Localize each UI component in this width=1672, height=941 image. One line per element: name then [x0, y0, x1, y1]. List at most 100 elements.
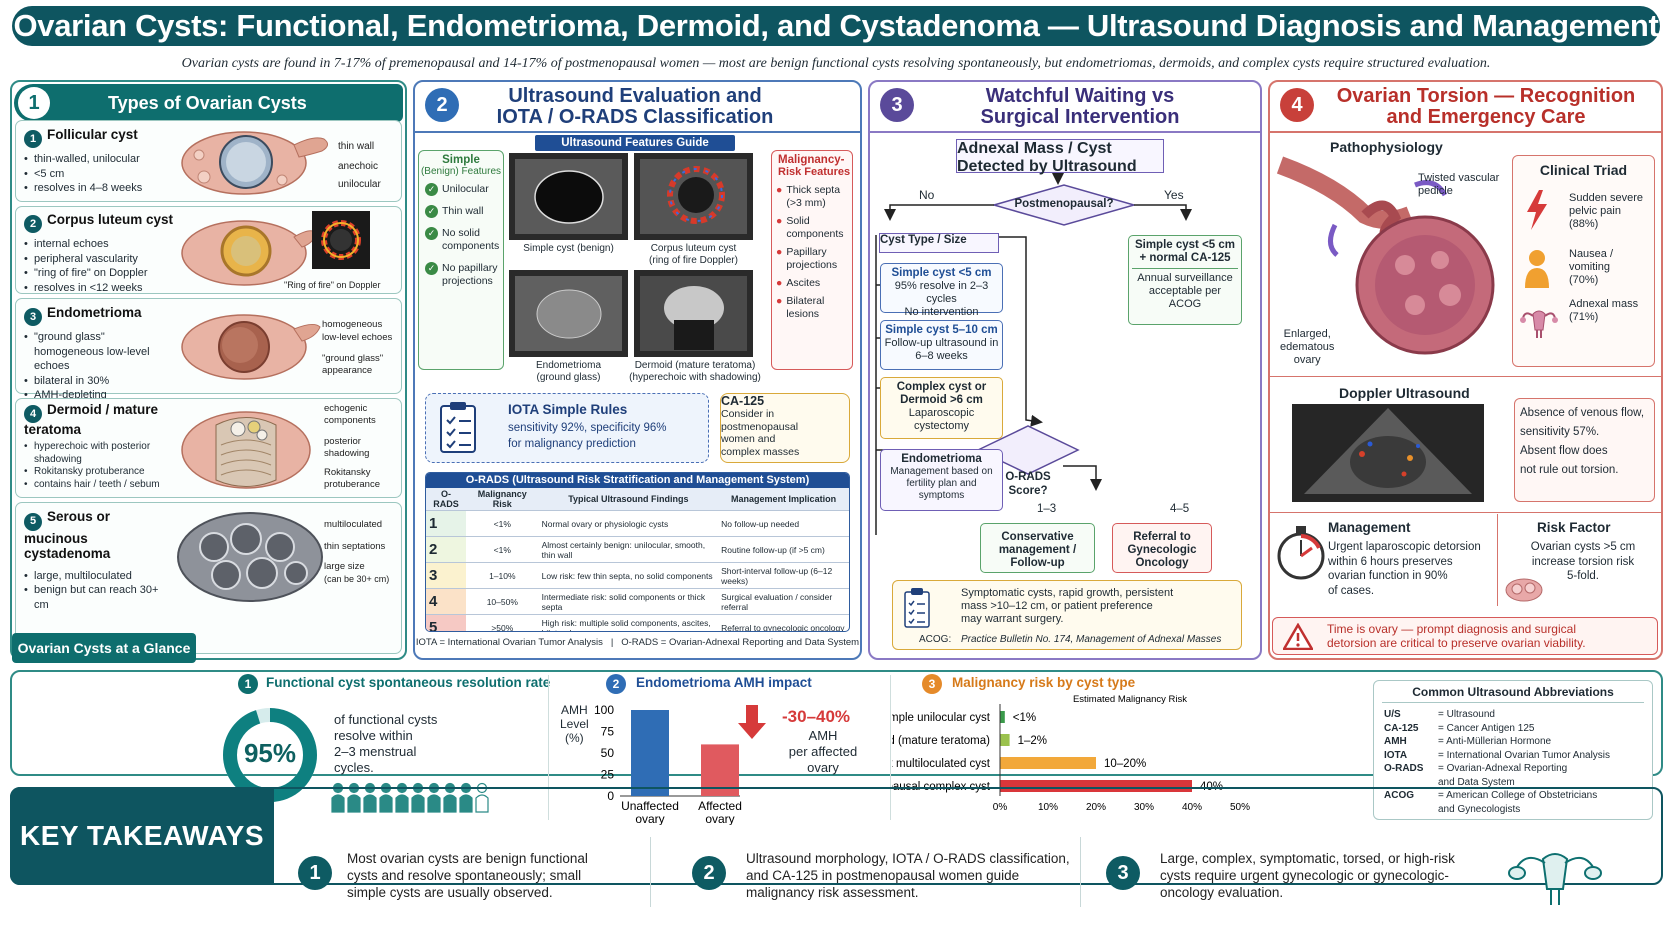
corpus-luteum-illustration: [181, 220, 316, 286]
cyst-bullet: benign but can reach 30+ cm: [24, 583, 174, 612]
table-cell: Referral to gynecologic oncology: [718, 614, 849, 631]
table-cell: Short-interval follow-up (6–12 weeks): [718, 562, 849, 589]
cyst-number: 2: [24, 215, 42, 233]
cyst-number: 1: [24, 130, 42, 148]
orads-score: 1: [426, 510, 466, 537]
cyst-label: echogenic: [324, 403, 368, 414]
abbreviation-definition: = Ovarian-Adnexal Reporting: [1438, 763, 1568, 774]
panel-title-line: Ovarian Torsion — Recognition: [1336, 85, 1636, 107]
lightning-icon: [1527, 190, 1547, 230]
cyst-bullet: internal echoes: [24, 237, 184, 252]
y-tick-label: 0: [607, 789, 614, 803]
bar: [1000, 757, 1096, 769]
table-cell: 1–10%: [466, 562, 539, 589]
flow-postmenopausal: Postmenopausal?: [1014, 198, 1114, 210]
stat-number: 2: [606, 674, 626, 694]
clipboard-icon: [440, 402, 476, 453]
image-caption-line: (ring of fire Doppler): [649, 255, 738, 266]
abbreviation-term: O-RADS: [1384, 763, 1424, 774]
iota-title: IOTA Simple Rules: [508, 402, 628, 417]
abbreviation-definition: = Ultrasound: [1438, 709, 1495, 720]
flow-no-label: No: [919, 188, 935, 202]
triad-percent: (71%): [1569, 311, 1599, 323]
abbreviation-term: AMH: [1384, 736, 1407, 747]
down-arrow-icon: [738, 705, 766, 739]
section-number: 4: [1280, 88, 1314, 122]
panel-title-line: and Emergency Care: [1386, 106, 1586, 128]
ca125-box: CA-125 Consider in postmenopausal women …: [720, 393, 850, 463]
table-cell: Intermediate risk: solid components or t…: [538, 588, 719, 615]
takeaway-text: Ultrasound morphology, IOTA / O-RADS cla…: [746, 851, 1070, 900]
divider: [548, 675, 549, 820]
x-tick-label: 0%: [993, 802, 1008, 813]
cyst-bullet: "ring of fire" on Doppler: [24, 266, 184, 281]
table-cell: Almost certainly benign: unilocular, smo…: [538, 536, 719, 563]
divider: [1382, 702, 1644, 703]
person-icon: [427, 782, 441, 813]
acog-label: ACOG:: [919, 634, 952, 645]
orads-score: 2: [426, 536, 466, 563]
torsion-label-line: pedicle: [1418, 185, 1453, 197]
divider: [890, 675, 891, 820]
flow-box-title: Simple cyst <5 cm: [891, 267, 992, 279]
table-cell: Routine follow-up (if >5 cm): [718, 536, 849, 563]
resolution-line: 2–3 menstrual: [334, 744, 417, 759]
image-caption: Dermoid (mature teratoma)(hyperechoic wi…: [625, 360, 765, 384]
clinical-triad-title: Clinical Triad: [1539, 162, 1628, 178]
cyst-bullet: "ground glass" homogeneous low-level ech…: [24, 330, 174, 374]
abbreviation-row: and Gynecologists: [1384, 803, 1642, 817]
doppler-note-line: sensitivity 57%.: [1520, 426, 1600, 438]
amh-axis-label: AMH Level (%): [560, 703, 589, 745]
panel-title-line: IOTA / O-RADS Classification: [496, 106, 774, 128]
flow-note-line: may warrant surgery.: [961, 613, 1064, 625]
stat-title: Malignancy risk by cyst type: [952, 675, 1136, 690]
cyst-bullet: Rokitansky protuberance: [24, 466, 174, 479]
management-line: ovarian function in 90%: [1328, 570, 1448, 582]
x-tick-label: 20%: [1086, 802, 1106, 813]
iota-text: for malignancy prediction: [508, 438, 636, 450]
check-icon: ✓: [425, 205, 438, 218]
flow-box-text: No intervention: [904, 306, 979, 318]
flow-postmeno-yes-box: Simple cyst <5 cm + normal CA-125 Annual…: [1128, 235, 1242, 325]
amh-change-line: per affected: [788, 744, 858, 759]
risk-factor-line: 5-fold.: [1567, 570, 1599, 582]
cyst-number: 4: [24, 405, 42, 423]
bar: [1000, 780, 1192, 792]
flow-box-text: Management based on fertility plan and s…: [890, 466, 993, 501]
cyst-label: appearance: [322, 365, 373, 376]
abbreviation-row: ACOG= American College of Obstetricians: [1384, 789, 1642, 803]
divider: [1080, 837, 1081, 907]
abbreviation-term: IOTA: [1384, 749, 1408, 761]
triad-text: Sudden severe pelvic pain: [1569, 192, 1643, 217]
malignancy-risk-chart: Estimated Malignancy RiskSimple unilocul…: [892, 694, 1250, 813]
image-caption-line: Corpus luteum cyst: [650, 243, 737, 254]
doppler-note-line: Absence of venous flow,: [1520, 407, 1645, 419]
flow-complex: Complex cyst or Dermoid >6 cm Laparoscop…: [880, 377, 1003, 439]
malignancy-features-subtitle: Risk Features: [778, 166, 851, 178]
warning-icon: [1283, 623, 1313, 650]
cyst-label: Rokitansky: [324, 467, 371, 478]
abbreviation-definition: = Cancer Antigen 125: [1438, 722, 1535, 734]
triad-text: Nausea / vomiting: [1569, 248, 1614, 273]
stat-number: 1: [238, 674, 258, 694]
simple-features-box: Simple (Benign) Features ✓Unilocular ✓Th…: [418, 150, 504, 370]
cyst-label: low-level echoes: [322, 332, 393, 343]
ultrasound-dermoid: [634, 270, 753, 357]
simple-feature: Unilocular: [442, 183, 489, 195]
torsion-label-line: ovary: [1293, 354, 1321, 366]
table-cell: Surgical evaluation / consider referral: [718, 588, 849, 615]
bullet-icon: ●: [776, 215, 783, 227]
clinical-triad-box: Clinical Triad Sudden severe pelvic pain…: [1512, 155, 1655, 367]
abbreviations-box: Common Ultrasound Abbreviations U/S= Ult…: [1373, 680, 1653, 820]
doppler-note-line: Absent flow does: [1520, 445, 1608, 457]
cyst-number: 3: [24, 308, 42, 326]
bullet-icon: ●: [776, 246, 783, 258]
ca125-title: CA-125: [721, 394, 765, 408]
